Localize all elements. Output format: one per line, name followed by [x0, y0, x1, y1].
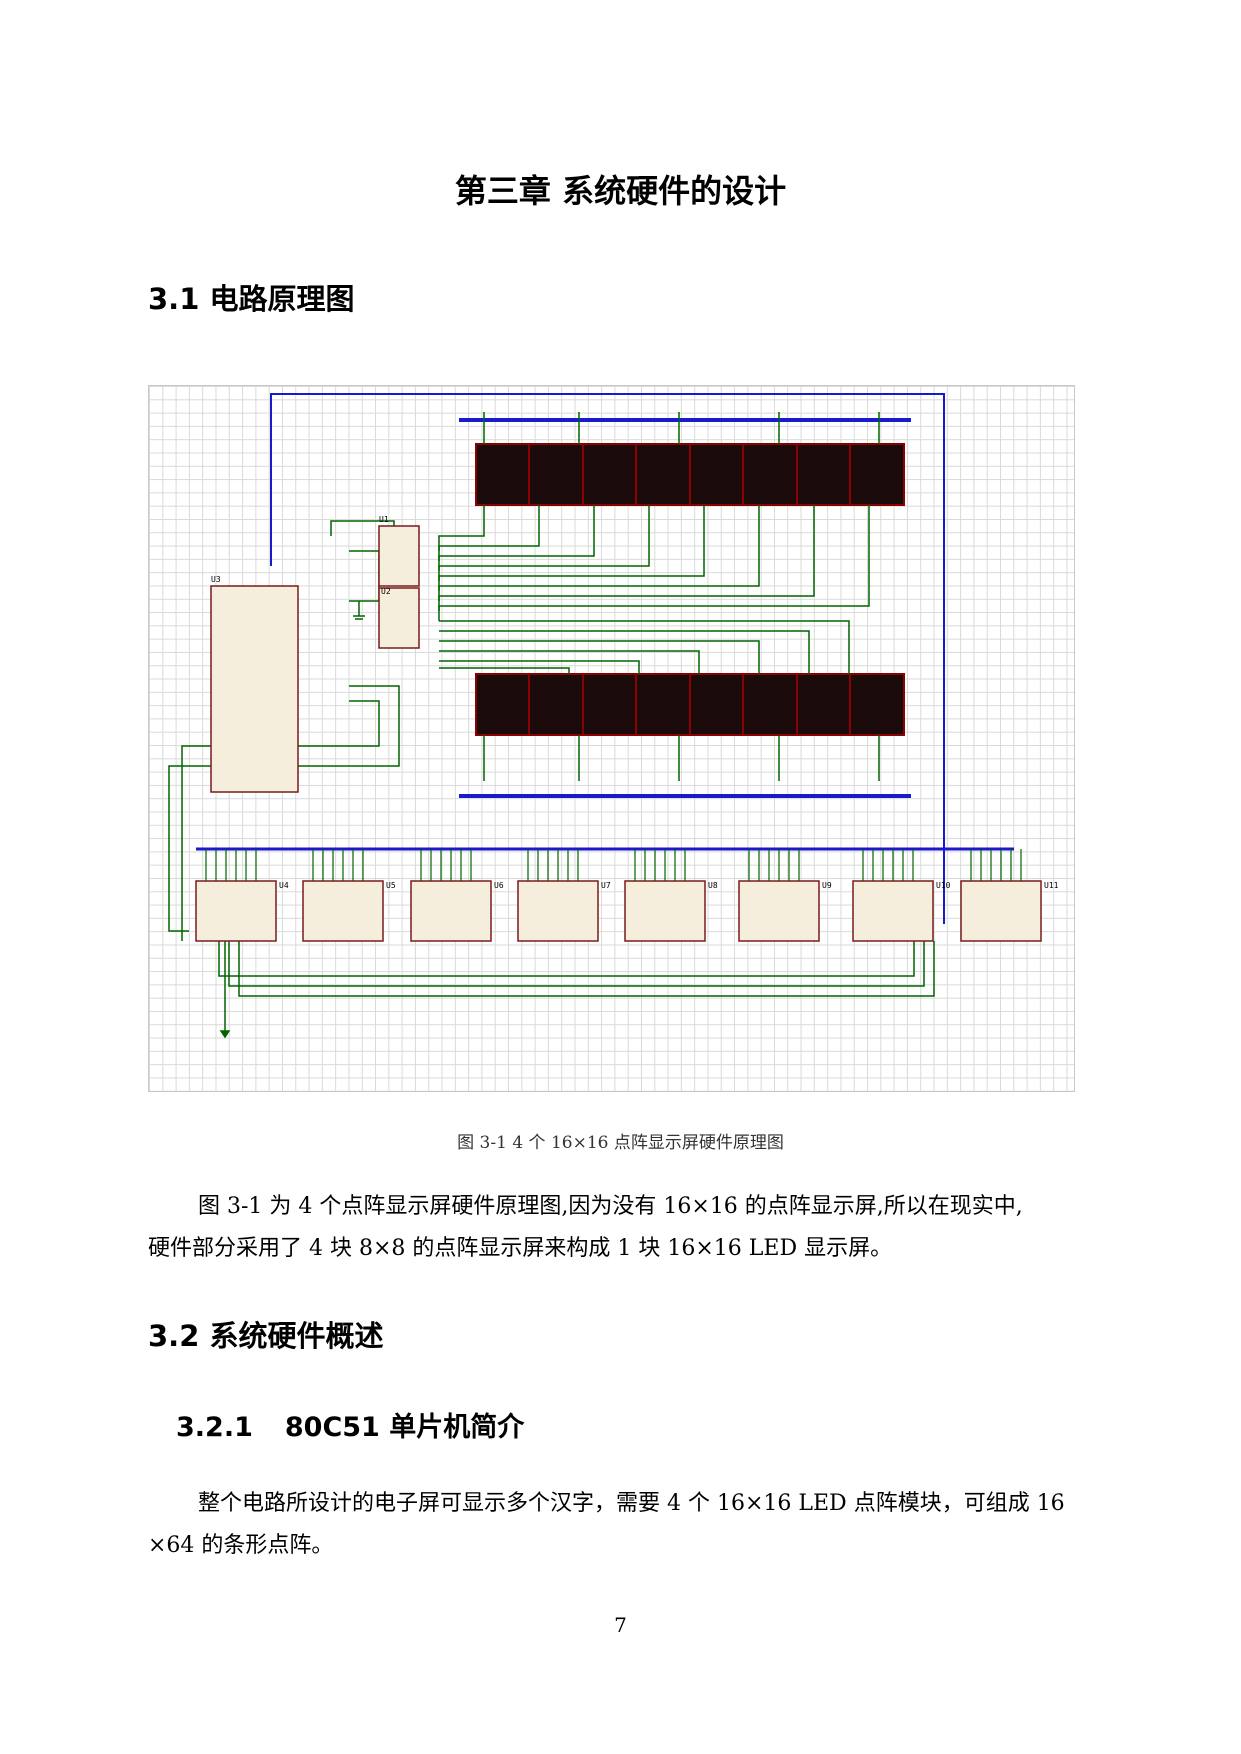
driver-chip-label: U11: [1044, 881, 1059, 890]
page-number: 7: [614, 1613, 627, 1637]
paragraph-1-line-1: 图 3-1 为 4 个点阵显示屏硬件原理图,因为没有 16×16 的点阵显示屏,…: [198, 1194, 1023, 1219]
driver-chip-u11: U11: [960, 849, 1059, 942]
paragraph-1-cont: 硬件部分采用了 4 块 8×8 的点阵显示屏来构成 1 块 16×16 LED …: [148, 1228, 1123, 1270]
driver-chip-label: U6: [494, 881, 504, 890]
schematic-figure: U1 U2 U3 U4 U5 U6 U7 U8 U9 U10 U11: [148, 385, 1075, 1092]
paragraph-2-line-2: ×64 的条形点阵。: [148, 1533, 334, 1558]
driver-chip-u8: U8: [624, 849, 718, 942]
subsection-number: 3.2.1: [176, 1412, 253, 1443]
paragraph-2: 整个电路所设计的电子屏可显示多个汉字，需要 4 个 16×16 LED 点阵模块…: [148, 1483, 1123, 1525]
driver-chip-u4: U4: [195, 849, 289, 942]
chip-u3: U3: [210, 575, 299, 793]
driver-chip-u5: U5: [302, 849, 396, 942]
subsection-title: 80C51 单片机简介: [284, 1412, 525, 1443]
chip-u1: U1: [378, 515, 420, 587]
chip-u2-label: U2: [381, 587, 391, 596]
driver-chip-u10: U10: [852, 849, 951, 942]
driver-chip-label: U10: [936, 881, 951, 890]
subsection-heading-3-2-1: 3.2.1 80C51 单片机简介: [176, 1405, 524, 1444]
upper-led-matrix-row: [475, 443, 905, 506]
schematic-drawing: U1 U2 U3 U4 U5 U6 U7 U8 U9 U10 U11: [168, 393, 1059, 1039]
top-blue-bus-line: [270, 393, 945, 924]
chip-u2: U2: [378, 587, 420, 649]
section-heading-3-2: 3.2 系统硬件概述: [148, 1319, 384, 1353]
figure-caption: 图 3-1 4 个 16×16 点阵显示屏硬件原理图: [457, 1133, 784, 1153]
paragraph-1: 图 3-1 为 4 个点阵显示屏硬件原理图,因为没有 16×16 的点阵显示屏,…: [148, 1186, 1123, 1228]
driver-chip-u6: U6: [410, 849, 504, 942]
driver-chip-label: U7: [601, 881, 611, 890]
driver-chip-label: U5: [386, 881, 396, 890]
lower-led-matrix-row: [475, 673, 905, 736]
paragraph-2-line-1: 整个电路所设计的电子屏可显示多个汉字，需要 4 个 16×16 LED 点阵模块…: [198, 1491, 1065, 1516]
ground-symbol: [219, 615, 365, 1039]
paragraph-1-line-2: 硬件部分采用了 4 块 8×8 的点阵显示屏来构成 1 块 16×16 LED …: [148, 1236, 893, 1261]
chapter-title: 第三章 系统硬件的设计: [454, 172, 787, 210]
paragraph-2-cont: ×64 的条形点阵。: [148, 1525, 1123, 1567]
section-heading-3-1: 3.1 电路原理图: [148, 282, 355, 316]
driver-chip-row: U4 U5 U6 U7 U8 U9 U10 U11: [195, 849, 1059, 942]
chip-u1-label: U1: [379, 515, 389, 524]
matrix-wiring: [168, 412, 935, 1031]
driver-chip-label: U4: [279, 881, 289, 890]
chip-u3-label: U3: [211, 575, 221, 584]
driver-chip-u9: U9: [738, 849, 832, 942]
driver-chip-label: U8: [708, 881, 718, 890]
driver-chip-u7: U7: [517, 849, 611, 942]
driver-chip-label: U9: [822, 881, 832, 890]
